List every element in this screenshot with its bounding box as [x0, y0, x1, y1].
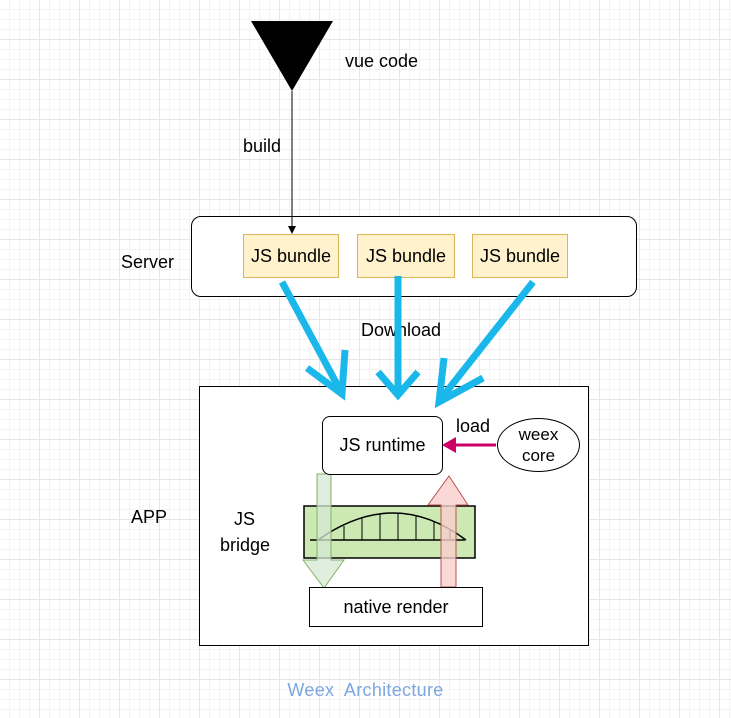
load-label: load	[456, 416, 491, 436]
download-arrow-middle	[375, 276, 421, 401]
js-bundle-2: JS bundle	[357, 234, 455, 278]
download-arrow-left	[278, 280, 349, 401]
js-bridge-label-line1: JS	[234, 509, 256, 529]
js-runtime-box: JS runtime	[322, 416, 443, 475]
weex-core-line2: core	[521, 446, 556, 465]
build-label: build	[243, 136, 282, 156]
vue-code-label: vue code	[345, 51, 419, 71]
bridge-down-arrow	[302, 473, 345, 589]
weex-core-line1: weex	[518, 425, 559, 444]
weex-core-node: weex core	[497, 418, 580, 472]
app-label: APP	[131, 507, 168, 527]
vue-logo-icon	[251, 21, 333, 91]
load-arrow	[442, 437, 496, 453]
js-bundle-1: JS bundle	[243, 234, 339, 278]
server-label: Server	[121, 252, 175, 272]
js-bundle-3: JS bundle	[472, 234, 568, 278]
diagram-caption: Weex Architecture	[287, 680, 444, 700]
bridge-up-arrow	[427, 475, 469, 588]
native-render-box: native render	[309, 587, 483, 627]
download-arrow-right	[434, 279, 536, 409]
js-bridge-label-line2: bridge	[220, 535, 271, 555]
